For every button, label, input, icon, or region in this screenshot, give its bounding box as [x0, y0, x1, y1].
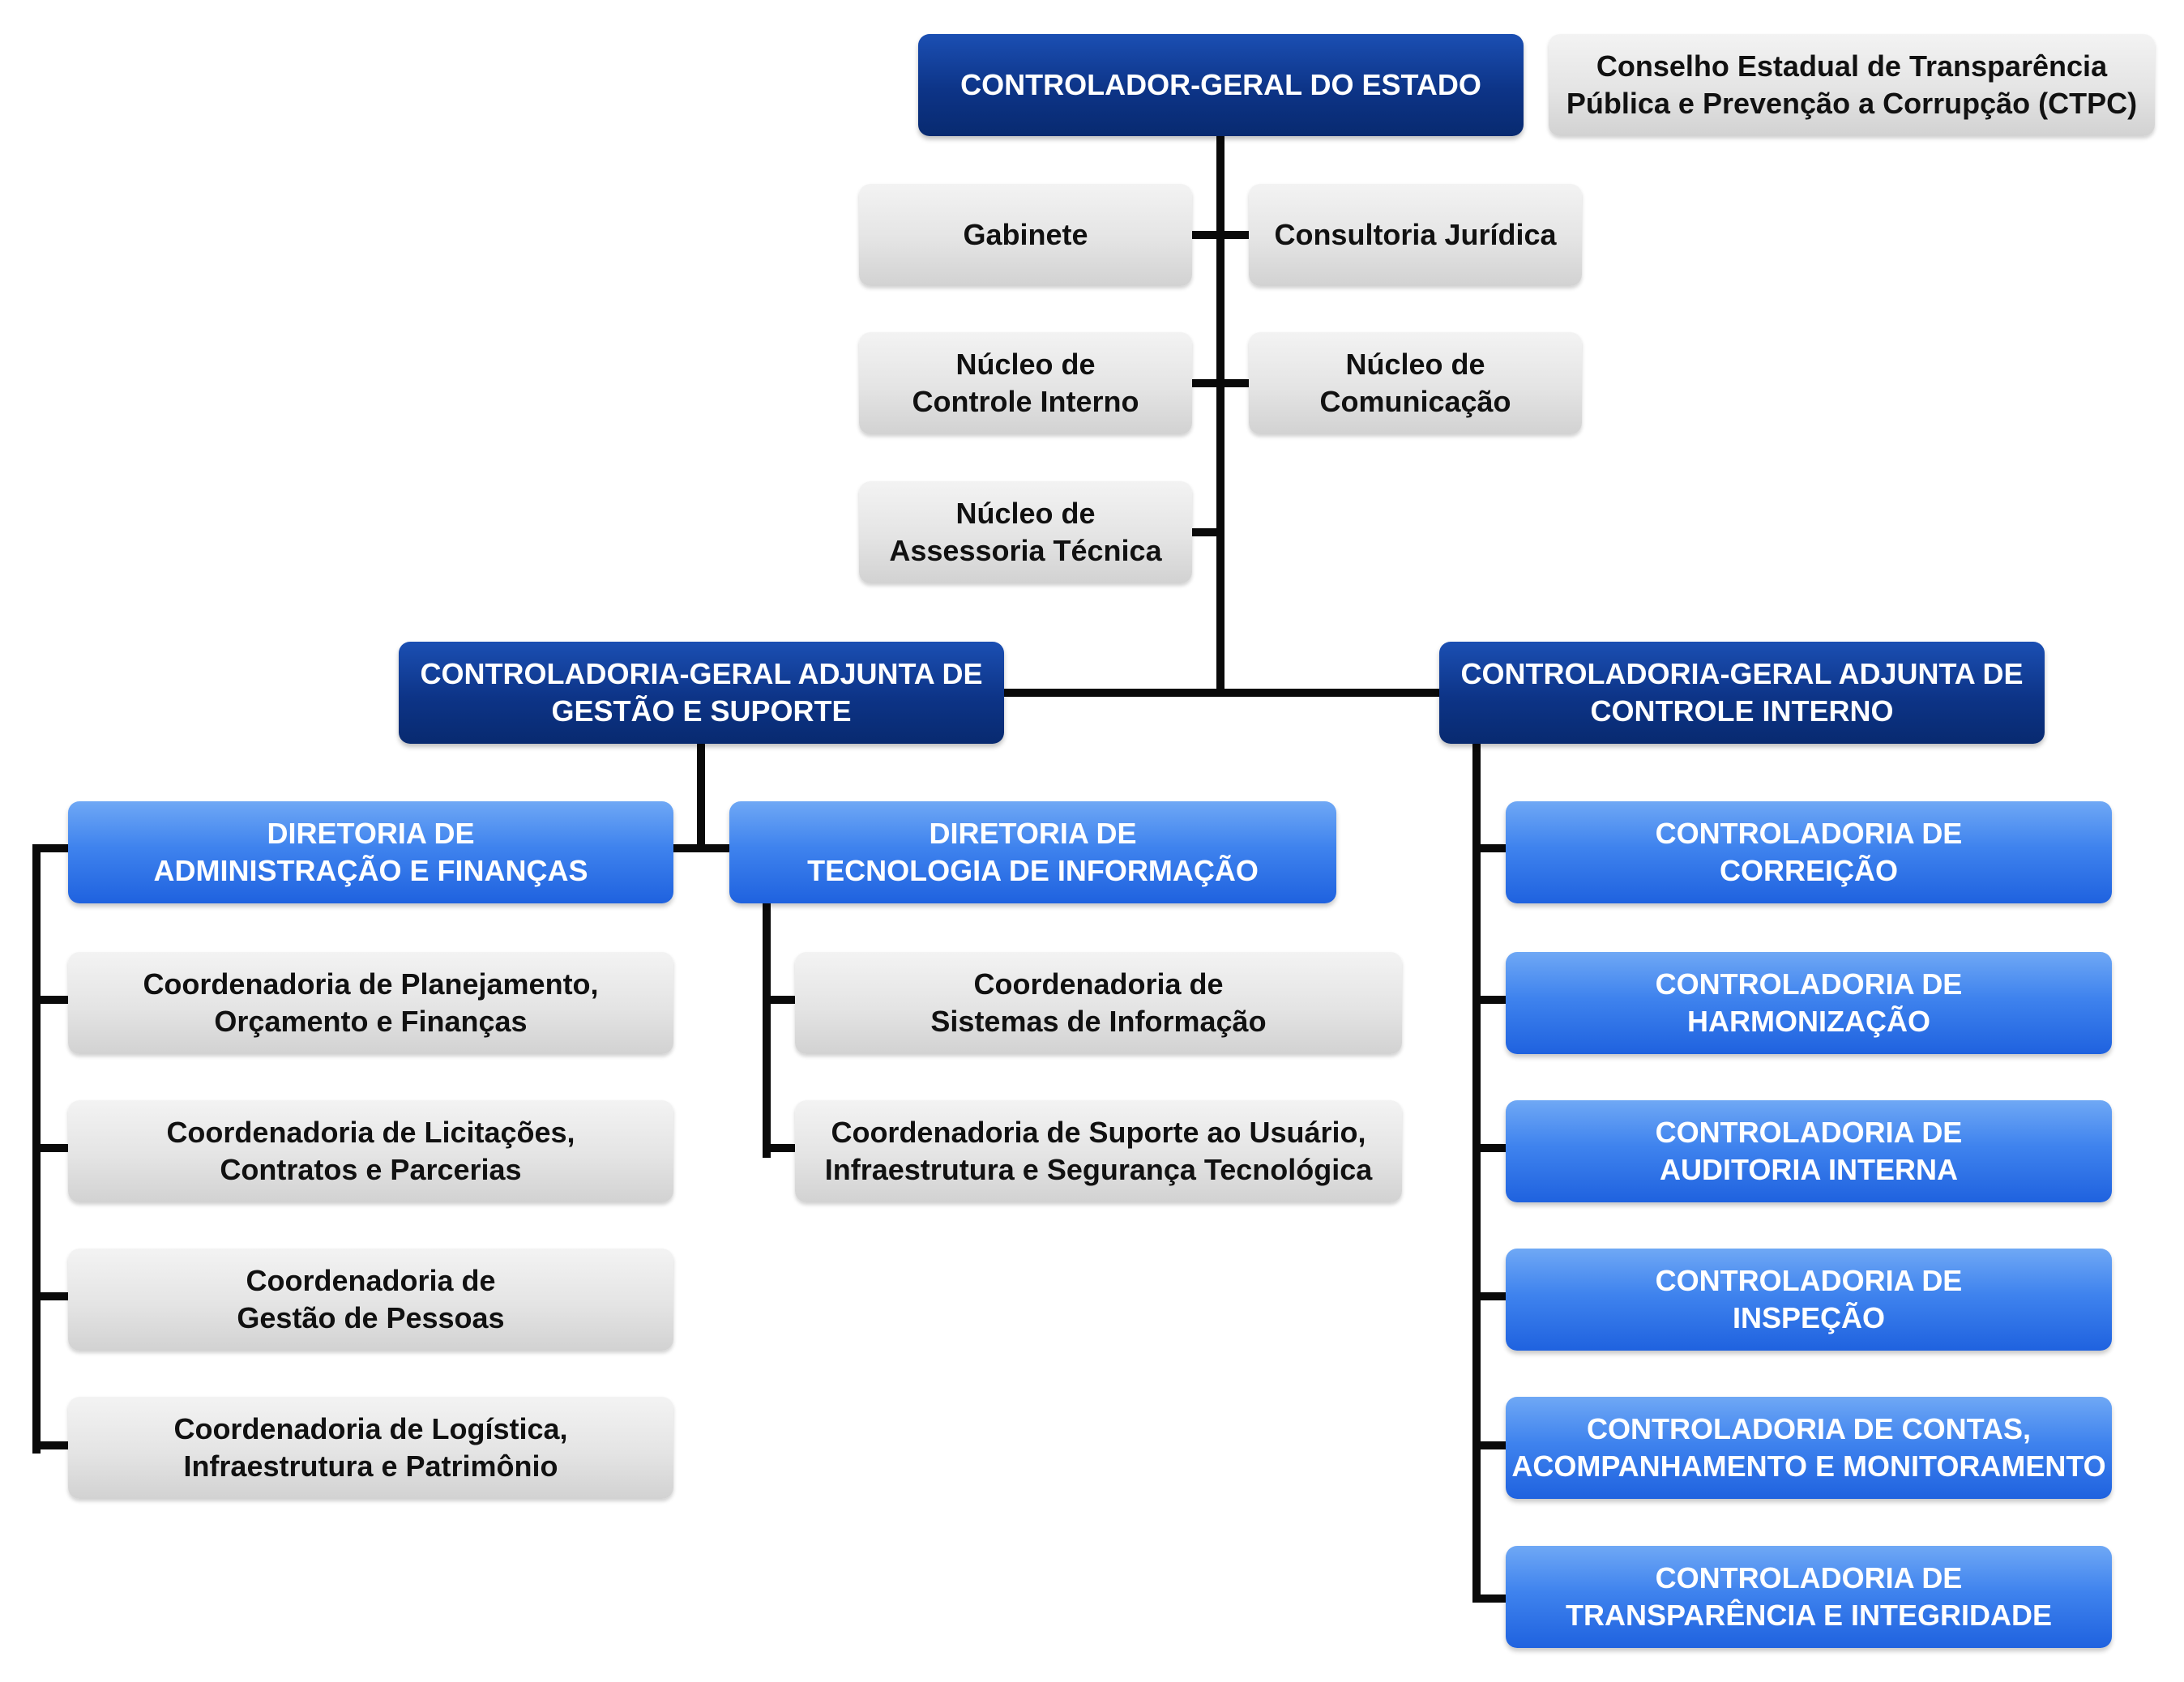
connector-controle-item3 [1472, 1144, 1507, 1152]
connector-controle-item4 [1472, 1292, 1507, 1300]
controladoria-harmonizacao-box: CONTROLADORIA DE HARMONIZAÇÃO [1506, 952, 2112, 1054]
connector-staff-row3 [1191, 528, 1224, 536]
coordenadoria-licitacoes-box: Coordenadoria de Licitações, Contratos e… [68, 1100, 673, 1202]
connector-ti-item1 [763, 996, 795, 1004]
connector-controle-vertical [1472, 744, 1481, 1603]
connector-controle-item5 [1472, 1441, 1507, 1449]
connector-controle-item2 [1472, 996, 1507, 1004]
connector-controle-item6 [1472, 1594, 1507, 1603]
connector-staff-row1 [1191, 231, 1250, 239]
adjunta-gestao-suporte-box: CONTROLADORIA-GERAL ADJUNTA DE GESTÃO E … [399, 642, 1004, 744]
controladoria-auditoria-interna-box: CONTROLADORIA DE AUDITORIA INTERNA [1506, 1100, 2112, 1202]
diretoria-administracao-financas-box: DIRETORIA DE ADMINISTRAÇÃO E FINANÇAS [68, 801, 673, 903]
nucleo-assessoria-tecnica-box: Núcleo de Assessoria Técnica [859, 481, 1192, 583]
connector-main-vertical [1216, 136, 1224, 697]
connector-adm-item3 [32, 1292, 70, 1300]
connector-staff-row2 [1191, 379, 1250, 387]
controladoria-inspecao-box: CONTROLADORIA DE INSPEÇÃO [1506, 1249, 2112, 1351]
connector-adm-item4 [32, 1441, 70, 1449]
nucleo-comunicacao-box: Núcleo de Comunicação [1249, 332, 1582, 434]
consultoria-juridica-box: Consultoria Jurídica [1249, 184, 1582, 286]
connector-adm-top [32, 844, 70, 852]
diretoria-tecnologia-informacao-box: DIRETORIA DE TECNOLOGIA DE INFORMAÇÃO [729, 801, 1336, 903]
adjunta-controle-interno-box: CONTROLADORIA-GERAL ADJUNTA DE CONTROLE … [1439, 642, 2045, 744]
controladoria-contas-box: CONTROLADORIA DE CONTAS, ACOMPANHAMENTO … [1506, 1397, 2112, 1499]
connector-adm-item2 [32, 1144, 70, 1152]
coordenadoria-planejamento-box: Coordenadoria de Planejamento, Orçamento… [68, 952, 673, 1054]
connector-directorates [673, 844, 731, 852]
gabinete-box: Gabinete [859, 184, 1192, 286]
connector-gestao-down [697, 744, 705, 851]
connector-ti-vertical [763, 902, 771, 1158]
nucleo-controle-interno-box: Núcleo de Controle Interno [859, 332, 1192, 434]
coordenadoria-suporte-usuario-box: Coordenadoria de Suporte ao Usuário, Inf… [795, 1100, 1402, 1202]
connector-adm-item1 [32, 996, 70, 1004]
conselho-ctpc-box: Conselho Estadual de Transparência Públi… [1549, 34, 2155, 136]
connector-adjuntas-horizontal [1003, 689, 1441, 697]
connector-controle-item1 [1472, 844, 1507, 852]
coordenadoria-sistemas-informacao-box: Coordenadoria de Sistemas de Informação [795, 952, 1402, 1054]
controlador-geral-box: CONTROLADOR-GERAL DO ESTADO [918, 34, 1524, 136]
connector-ti-item2 [763, 1144, 795, 1152]
controladoria-correicao-box: CONTROLADORIA DE CORREIÇÃO [1506, 801, 2112, 903]
coordenadoria-gestao-pessoas-box: Coordenadoria de Gestão de Pessoas [68, 1249, 673, 1351]
coordenadoria-logistica-box: Coordenadoria de Logística, Infraestrutu… [68, 1397, 673, 1499]
controladoria-transparencia-box: CONTROLADORIA DE TRANSPARÊNCIA E INTEGRI… [1506, 1546, 2112, 1648]
